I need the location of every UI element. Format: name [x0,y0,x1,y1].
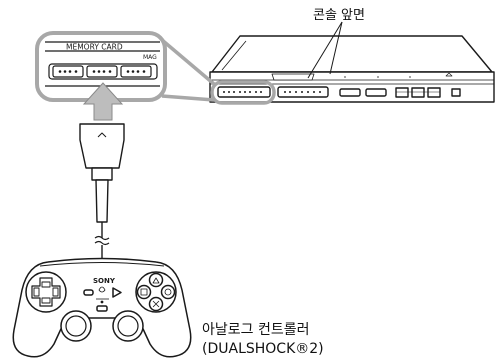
console-label-pointer [307,21,343,79]
callout-side-text: MAG [143,54,157,61]
memory-card-text: MEMORY CARD [66,43,123,52]
port-highlight [160,38,276,105]
console-illustration [209,35,495,103]
console-front-label: 콘솔 앞면 [313,8,365,23]
controller-brand-text: SONY [93,277,116,285]
controller-illustration: SONY [12,257,192,358]
controller-label-line1: 아날로그 컨트롤러 [202,322,310,338]
controller-label: 아날로그 컨트롤러 (DUALSHOCK®2) [202,321,324,359]
controller-plug [79,123,125,268]
insert-arrow [82,82,124,121]
controller-label-line2: (DUALSHOCK®2) [202,341,324,357]
